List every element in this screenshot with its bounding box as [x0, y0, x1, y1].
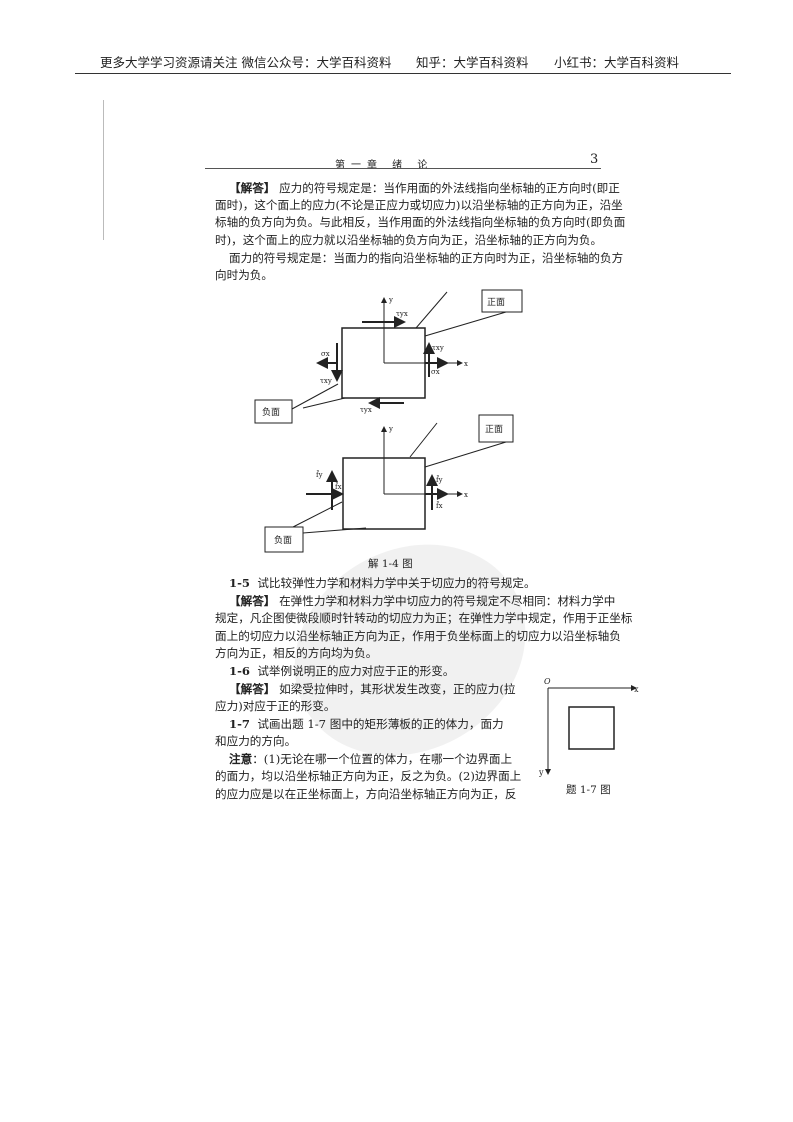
note-text: ：(1)无论在哪一个位置的体力，在哪一个边界面上	[252, 752, 513, 766]
negative-face-label: 负面	[274, 534, 292, 546]
sigma-x-label: σx	[321, 350, 330, 358]
origin-label: O	[544, 677, 551, 686]
question-number: 1-7	[229, 717, 250, 731]
fx-label: f̄x	[436, 500, 443, 510]
x-axis-label: x	[464, 491, 468, 499]
para1-line: 面时)，这个面上的应力(不论是正应力或切应力)以沿坐标轴的正方向为正，沿坐	[215, 198, 623, 212]
scan-edge-line	[103, 100, 104, 240]
answer-1-5-line: 方向为正，相反的方向均为负。	[215, 646, 378, 660]
question-1-6: 1-6 试举例说明正的应力对应于正的形变。	[229, 664, 600, 678]
running-head: 第一章 绪 论	[335, 160, 434, 171]
x-axis-label: x	[634, 685, 639, 694]
y-axis-label: y	[538, 768, 544, 777]
fx-label: f̄x	[335, 481, 342, 491]
fy-label: f̄y	[316, 469, 323, 479]
para2-line: 向时为负。	[215, 268, 273, 282]
para2-line: 面力的符号规定是：当面力的指向沿坐标轴的正方向时为正，沿坐标轴的负方	[229, 251, 624, 265]
para1-line: 标轴的负方向为负。与此相反，当作用面的外法线指向坐标轴的负方向时(即负面	[215, 215, 626, 229]
question-number: 1-6	[229, 664, 250, 678]
para1-text: 应力的符号规定是：当作用面的外法线指向坐标轴的正方向时(即正	[279, 181, 620, 195]
tau-yx-label: τyx	[396, 310, 408, 318]
answer-text: 在弹性力学和材料力学中切应力的符号规定不尽相同：材料力学中	[279, 594, 616, 608]
answer-label: 【解答】	[229, 682, 276, 696]
note-line: 注意：(1)无论在哪一个位置的体力，在哪一个边界面上	[229, 752, 512, 766]
fy-label: f̄y	[436, 474, 443, 484]
page-number: 3	[590, 152, 599, 167]
running-head-rule	[205, 168, 601, 169]
answer-1-5-line: 面上的切应力以沿坐标轴正方向为正，作用于负坐标面上的切应力以沿坐标轴负	[215, 629, 621, 643]
header-zhihu: 知乎：大学百科资料	[416, 55, 529, 70]
answer-text: 如梁受拉伸时，其形状发生改变，正的应力(拉	[279, 682, 516, 696]
answer-1-6-line: 【解答】 如梁受拉伸时，其形状发生改变，正的应力(拉	[229, 682, 515, 696]
positive-face-label: 正面	[487, 297, 505, 308]
y-axis-label: y	[388, 296, 393, 304]
positive-face-label: 正面	[485, 424, 503, 435]
figure-1-7-caption: 题 1-7 图	[566, 784, 611, 796]
rectangular-plate	[568, 706, 615, 750]
y-axis-label: y	[388, 425, 393, 433]
negative-face-label: 负面	[262, 406, 280, 418]
question-text: 试画出题 1-7 图中的矩形薄板的正的体力，面力	[257, 717, 504, 731]
para1-line: 【解答】 应力的符号规定是：当作用面的外法线指向坐标轴的正方向时(即正	[229, 181, 620, 195]
answer-label: 【解答】	[229, 181, 276, 195]
question-number: 1-5	[229, 576, 250, 590]
answer-label: 【解答】	[229, 594, 276, 608]
sigma-x-label: σx	[431, 368, 440, 376]
para1-line: 时)，这个面上的应力就以沿坐标轴的负方向为正，沿坐标轴的正方向为负。	[215, 233, 603, 247]
note-label: 注意	[229, 752, 253, 766]
tau-xy-label: τxy	[432, 344, 444, 352]
question-1-7-line: 和应力的方向。	[215, 734, 297, 748]
tau-xy-label: τxy	[320, 377, 332, 385]
question-text: 试比较弹性力学和材料力学中关于切应力的符号规定。	[257, 576, 536, 590]
answer-1-5-line: 【解答】 在弹性力学和材料力学中切应力的符号规定不尽相同：材料力学中	[229, 594, 615, 608]
header-wechat: 更多大学学习资源请关注 微信公众号：大学百科资料	[100, 55, 392, 70]
answer-1-6-line: 应力)对应于正的形变。	[215, 699, 336, 713]
figure-1-4-caption: 解 1-4 图	[368, 558, 413, 570]
question-1-7: 1-7 试画出题 1-7 图中的矩形薄板的正的体力，面力	[229, 717, 504, 731]
note-line: 的面力，均以沿坐标轴正方向为正，反之为负。(2)边界面上	[215, 769, 522, 783]
header-divider	[75, 73, 731, 74]
answer-1-5-line: 规定，凡企图使微段顺时针转动的切应力为正；在弹性力学中规定，作用于正坐标	[215, 611, 633, 625]
tau-yx-label: τyx	[360, 406, 372, 414]
header-xiaohongshu: 小红书：大学百科资料	[554, 55, 680, 70]
note-line: 的应力应是以在正坐标面上，方向沿坐标轴正方向为正，反	[215, 787, 517, 801]
question-text: 试举例说明正的应力对应于正的形变。	[257, 664, 455, 678]
question-1-5: 1-5 试比较弹性力学和材料力学中关于切应力的符号规定。	[229, 576, 600, 590]
x-axis-label: x	[464, 360, 468, 368]
